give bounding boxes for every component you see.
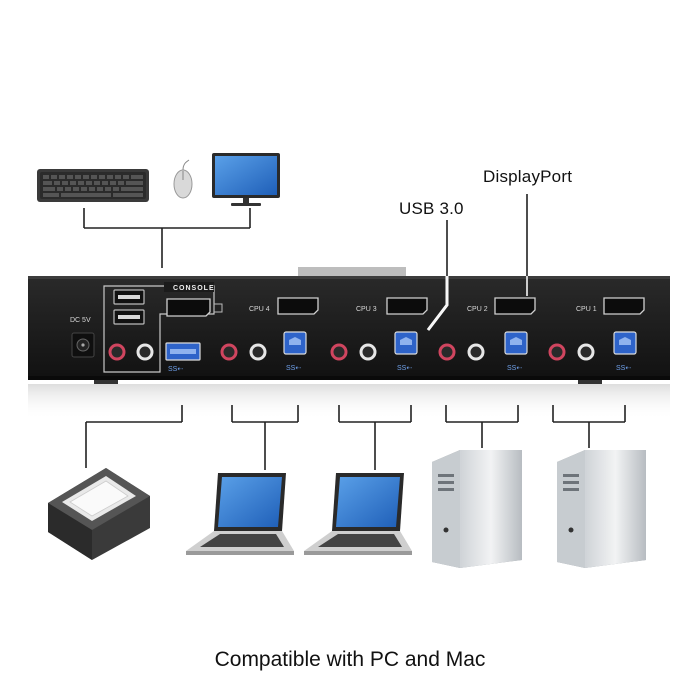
keyboard-icon: [37, 169, 149, 202]
cpu2-mic-port[interactable]: [438, 343, 456, 361]
power-jack[interactable]: [71, 332, 95, 358]
console-label: CONSOLE: [173, 285, 215, 292]
cpu2-usb-ss-mark: SS⇠: [507, 365, 522, 372]
cpu2-label: CPU 2: [467, 306, 488, 313]
cpu1-displayport-port[interactable]: [603, 297, 645, 315]
cpu2-ports: [438, 297, 536, 361]
cpu3-ports: [330, 297, 428, 361]
console-usb-ss-mark: SS⇠: [168, 366, 183, 373]
laptop-icon: [186, 473, 294, 555]
cpu1-audio-port[interactable]: [577, 343, 595, 361]
mouse-icon: [173, 159, 193, 199]
console-group: [103, 282, 223, 373]
cpu4-displayport-port[interactable]: [277, 297, 319, 315]
cpu1-usb-ss-mark: SS⇠: [616, 365, 631, 372]
tower-pc-icon: [557, 450, 646, 568]
cpu3-label: CPU 3: [356, 306, 377, 313]
cpu1-ports: [548, 297, 645, 361]
laptop-icon: [304, 473, 412, 555]
console-displayport-port[interactable]: [166, 298, 211, 317]
bottom-connector-lines: [85, 405, 626, 470]
console-audio-port[interactable]: [136, 343, 154, 361]
cpu2-displayport-port[interactable]: [494, 297, 536, 315]
cpu4-label: CPU 4: [249, 306, 270, 313]
cpu1-label: CPU 1: [576, 306, 597, 313]
compatibility-caption: Compatible with PC and Mac: [214, 648, 486, 671]
cpu4-ports: [220, 297, 319, 361]
tower-pc-icon: [432, 450, 522, 568]
power-label: DC 5V: [70, 317, 91, 324]
displayport-callout-label: DisplayPort: [483, 167, 573, 186]
cpu4-usb-ss-mark: SS⇠: [286, 365, 301, 372]
usb3-callout-label: USB 3.0: [399, 199, 464, 218]
monitor-icon: [212, 153, 280, 206]
cpu1-mic-port[interactable]: [548, 343, 566, 361]
cpu4-mic-port[interactable]: [220, 343, 238, 361]
cpu3-usb-ss-mark: SS⇠: [397, 365, 412, 372]
cpu3-displayport-port[interactable]: [386, 297, 428, 315]
console-mic-port[interactable]: [108, 343, 126, 361]
cpu3-mic-port[interactable]: [330, 343, 348, 361]
cpu3-audio-port[interactable]: [359, 343, 377, 361]
usb-device-icon: [48, 468, 150, 560]
cpu2-audio-port[interactable]: [467, 343, 485, 361]
console-connector-line: [83, 208, 251, 268]
cpu4-audio-port[interactable]: [249, 343, 267, 361]
